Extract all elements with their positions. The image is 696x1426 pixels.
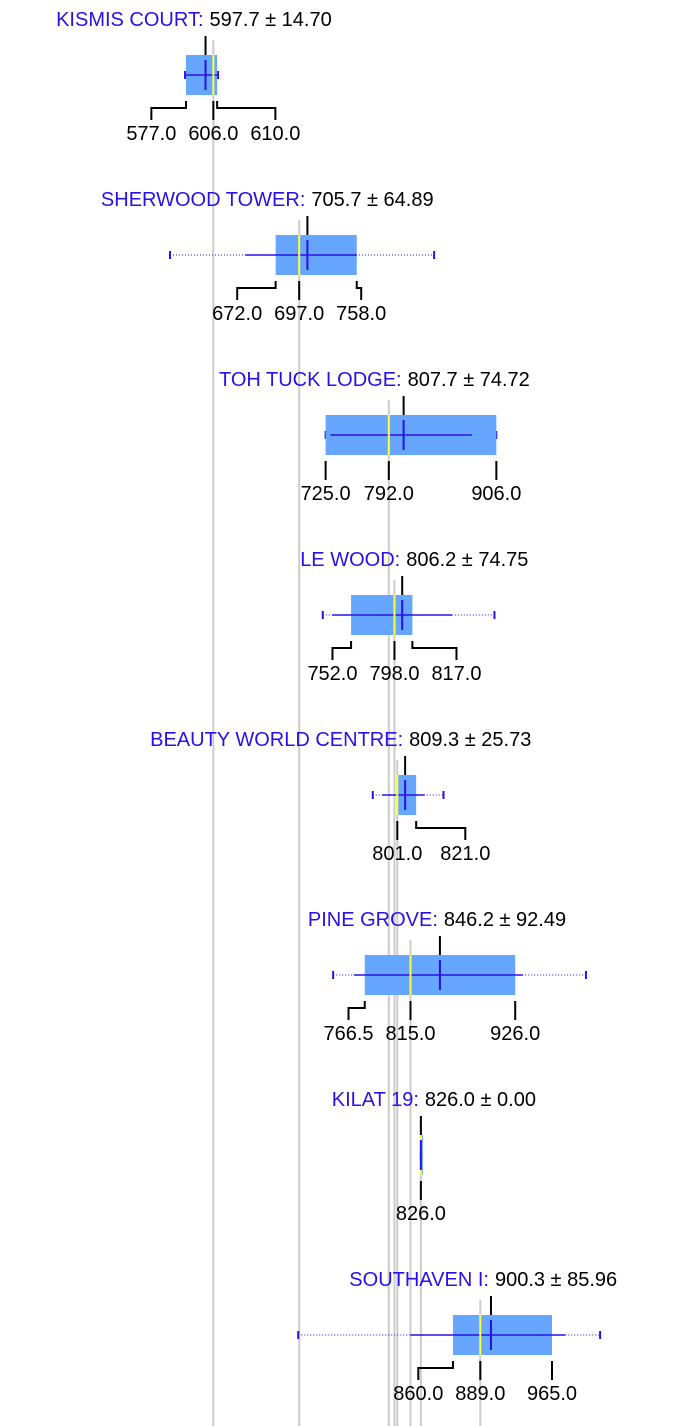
series-stat-label: 807.7 ± 74.72 [408,369,530,391]
tick-label: 821.0 [440,843,490,865]
tick-label: 792.0 [364,483,414,505]
boxplot-series: KISMIS COURT: 597.7 ± 14.70 577.0 606.0 610.… [56,9,617,1405]
series-name-label: KISMIS COURT: [56,9,203,31]
series-stat-label: 846.2 ± 92.49 [444,909,566,931]
series-name-label: LE WOOD: [300,549,400,571]
tick-leader [411,641,458,660]
tick-leader [355,281,363,300]
series-group: SOUTHAVEN I: 900.3 ± 85.96 860.0 889.0 965.0 [297,1269,617,1405]
median-guide-lines [212,40,482,1426]
tick-leader [415,821,467,840]
tick-label: 798.0 [369,663,419,685]
tick-leader [331,641,353,660]
series-name-label: KILAT 19: [332,1089,419,1111]
tick-leader [347,1001,366,1020]
tick-label: 606.0 [188,123,238,145]
tick-label: 725.0 [301,483,351,505]
tick-label: 801.0 [372,843,422,865]
series-name-label: SOUTHAVEN I: [349,1269,489,1291]
tick-label: 815.0 [385,1023,435,1045]
tick-leader [236,281,277,300]
series-group: SHERWOOD TOWER: 705.7 ± 64.89 672.0 697.0 75… [101,189,436,325]
tick-label: 672.0 [212,303,262,325]
series-group: KILAT 19: 826.0 ± 0.00 826.0 [332,1089,536,1225]
tick-label: 697.0 [274,303,324,325]
series-name-label: SHERWOOD TOWER: [101,189,305,211]
series-stat-label: 826.0 ± 0.00 [425,1089,536,1111]
tick-label: 758.0 [336,303,386,325]
series-name-label: PINE GROVE: [308,909,438,931]
tick-label: 610.0 [250,123,300,145]
tick-label: 577.0 [126,123,176,145]
series-name-label: BEAUTY WORLD CENTRE: [150,729,403,751]
tick-leader [417,1361,454,1380]
tick-label: 860.0 [393,1383,443,1405]
tick-label: 817.0 [431,663,481,685]
series-stat-label: 705.7 ± 64.89 [311,189,433,211]
series-stat-label: 806.2 ± 74.75 [406,549,528,571]
tick-label: 906.0 [471,483,521,505]
series-group: KISMIS COURT: 597.7 ± 14.70 577.0 606.0 610.… [56,9,332,145]
tick-leader [150,101,187,120]
tick-leader [216,101,277,120]
tick-label: 965.0 [527,1383,577,1405]
tick-label: 889.0 [455,1383,505,1405]
series-group: LE WOOD: 806.2 ± 74.75 752.0 798.0 817.0 [300,549,528,685]
tick-label: 752.0 [307,663,357,685]
series-stat-label: 900.3 ± 85.96 [495,1269,617,1291]
series-group: BEAUTY WORLD CENTRE: 809.3 ± 25.73 801.0 82… [150,729,531,865]
series-stat-label: 809.3 ± 25.73 [409,729,531,751]
tick-label: 766.5 [323,1023,373,1045]
tick-label: 826.0 [396,1203,446,1225]
series-group: TOH TUCK LODGE: 807.7 ± 74.72 725.0 792.0 90… [219,369,530,505]
series-group: PINE GROVE: 846.2 ± 92.49 766.5 815.0 926.0 [308,909,587,1045]
series-name-label: TOH TUCK LODGE: [219,369,402,391]
tick-label: 926.0 [490,1023,540,1045]
series-stat-label: 597.7 ± 14.70 [210,9,332,31]
